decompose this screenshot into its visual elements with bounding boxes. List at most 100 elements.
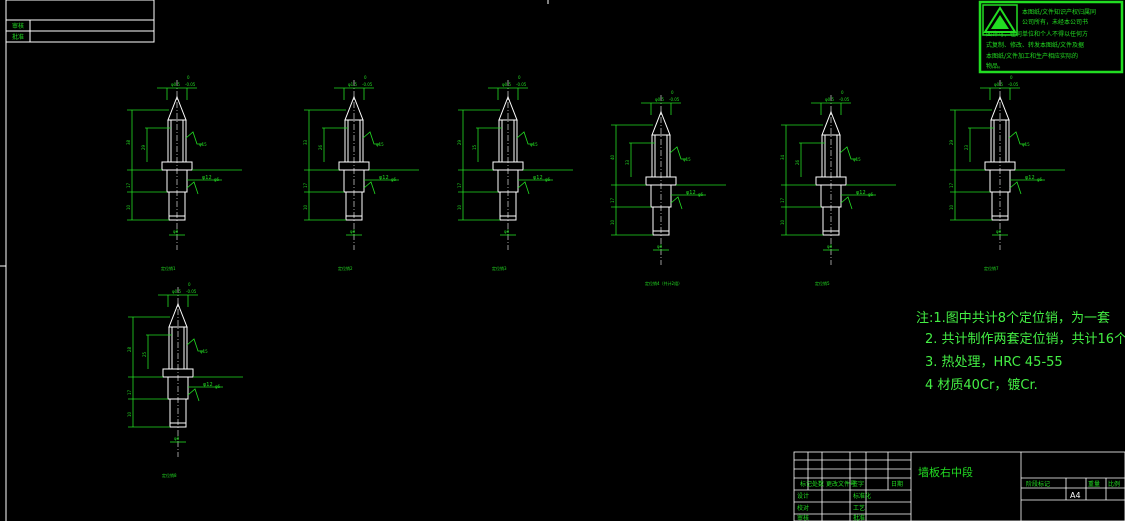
tb-sub-standard: 标准化 <box>853 492 871 500</box>
dim-tip-diameter: φ0.5 <box>172 289 181 294</box>
warning-triangle-logo-icon <box>982 4 1018 36</box>
pin-caption: 定位销3 <box>492 265 507 271</box>
dim-height: 29 <box>949 139 954 145</box>
dim-bottom: 10 <box>610 219 615 225</box>
dim-inner: 23 <box>964 144 969 150</box>
dim-flange: φ15 <box>199 142 207 147</box>
dim-bottom: 10 <box>126 204 131 210</box>
pin-tail <box>499 191 517 221</box>
dim-bottom: 10 <box>303 204 308 210</box>
note-line-4: 4 材质40Cr，镀Cr. <box>925 377 1038 393</box>
pin-caption: 定位销5 <box>815 280 830 286</box>
dim-lower: 17 <box>949 182 954 188</box>
dim-shank-diameter: φ12 <box>203 382 213 388</box>
tb-row-check: 校对 <box>797 504 809 512</box>
pin-tail <box>345 191 363 221</box>
technical-notes: 注:1.图中共计8个定位销，为一套 2. 共计制作两套定位销，共计16个销子 3… <box>916 310 1125 393</box>
dim-tip-diameter: φ0.5 <box>171 82 180 87</box>
dim-tip-diameter: φ1.5 <box>348 82 357 87</box>
dim-shank-fit: g6 <box>214 177 220 182</box>
tb-stage-mark: 阶段标记 <box>1026 480 1050 488</box>
drawing-frame <box>0 0 549 521</box>
dim-tail-diameter: φ8 <box>996 229 1002 234</box>
pin-caption: 定位销4（共计2组） <box>645 280 682 286</box>
paper-size: A4 <box>1070 491 1081 500</box>
dim-tip-tolerance: -0.05 <box>186 289 197 294</box>
dim-height: 33 <box>303 139 308 145</box>
dim-lower: 17 <box>780 197 785 203</box>
dim-lower: 17 <box>303 182 308 188</box>
notice-line-2: 公司所有，未经本公司书 <box>1022 18 1088 26</box>
dim-flange: φ15 <box>200 349 208 354</box>
dim-tip-diameter: φ0.5 <box>502 82 511 87</box>
surface-finish-symbol <box>517 181 530 195</box>
surface-finish-symbol <box>187 388 200 402</box>
dim-shank-diameter: φ12 <box>379 175 389 181</box>
dim-flange: φ15 <box>683 157 691 162</box>
dim-inner: 26 <box>318 144 323 150</box>
tb-col-date: 日期 <box>891 480 903 488</box>
notice-line-6: 物品。 <box>986 62 1004 70</box>
dim-shank-diameter: φ12 <box>856 190 866 196</box>
pin-caption: 定位销2 <box>338 265 353 271</box>
dim-height: 40 <box>610 154 615 160</box>
dim-tip-tolerance: -0.05 <box>1008 82 1019 87</box>
dim-shank-fit: g6 <box>391 177 397 182</box>
notice-line-5: 本图纸/文件加工和生产相应实际的 <box>986 52 1078 60</box>
dim-bottom: 10 <box>457 204 462 210</box>
tb-col-sign: 签字 <box>852 480 864 488</box>
surface-finish-symbol <box>670 196 683 210</box>
dim-tip-tolerance-top: 0 <box>671 90 674 95</box>
dim-tail-diameter: φ8 <box>350 229 356 234</box>
dim-tip-tolerance-top: 0 <box>1010 75 1013 80</box>
surface-finish-symbol <box>186 181 199 195</box>
dim-shank-diameter: φ12 <box>1025 175 1035 181</box>
dim-shank-diameter: φ12 <box>686 190 696 196</box>
pin-caption: 定位销7 <box>984 265 999 271</box>
pin-tail <box>168 191 186 221</box>
copyright-notice-box: 本图纸/文件知识产权归属同 公司所有，未经本公司书 面许可，任何单位和个人不得以… <box>978 0 1124 74</box>
dim-tip-tolerance-top: 0 <box>188 282 191 287</box>
dim-tip-tolerance-top: 0 <box>518 75 521 80</box>
surface-finish-symbol <box>516 131 534 145</box>
dim-height: 29 <box>457 139 462 145</box>
dim-lower: 17 <box>457 182 462 188</box>
tb-scale: 比例 <box>1108 480 1120 488</box>
pin-tail <box>652 206 670 236</box>
dim-shank-fit: g6 <box>698 192 704 197</box>
dim-tip-tolerance: -0.05 <box>185 82 196 87</box>
dim-shank-fit: g6 <box>868 192 874 197</box>
dim-lower: 17 <box>127 389 132 395</box>
surface-finish-symbol <box>839 146 857 160</box>
surface-finish-symbol <box>1008 131 1026 145</box>
tb-weight: 重量 <box>1088 480 1100 488</box>
notice-line-3: 面许可，任何单位和个人不得以任何方 <box>986 30 1088 38</box>
approval-block: 审核 批准 <box>5 0 155 43</box>
dim-flange: φ15 <box>376 142 384 147</box>
pin-caption: 定位销1 <box>161 265 176 271</box>
dim-lower: 17 <box>610 197 615 203</box>
dim-height: 28 <box>127 346 132 352</box>
dim-bottom: 10 <box>949 204 954 210</box>
surface-finish-symbol <box>186 338 204 352</box>
dim-bottom: 10 <box>127 411 132 417</box>
dim-flange: φ15 <box>1022 142 1030 147</box>
dim-shank-fit: g6 <box>215 384 221 389</box>
surface-finish-symbol <box>1009 181 1022 195</box>
dim-tip-diameter: φ0.5 <box>655 97 664 102</box>
note-line-2: 2. 共计制作两套定位销，共计16个销子 <box>925 331 1125 347</box>
dim-tip-tolerance: -0.05 <box>839 97 850 102</box>
tb-row-design: 设计 <box>797 492 809 500</box>
dim-tail-diameter: φ8 <box>173 229 179 234</box>
note-line-1: 注:1.图中共计8个定位销，为一套 <box>916 310 1110 326</box>
dim-inner: 29 <box>141 144 146 150</box>
tb-sub-approve: 批准 <box>853 514 865 521</box>
surface-finish-symbol <box>185 131 203 145</box>
approval-label-approve: 批准 <box>12 33 24 41</box>
dim-tail-diameter: φ8 <box>657 244 663 249</box>
